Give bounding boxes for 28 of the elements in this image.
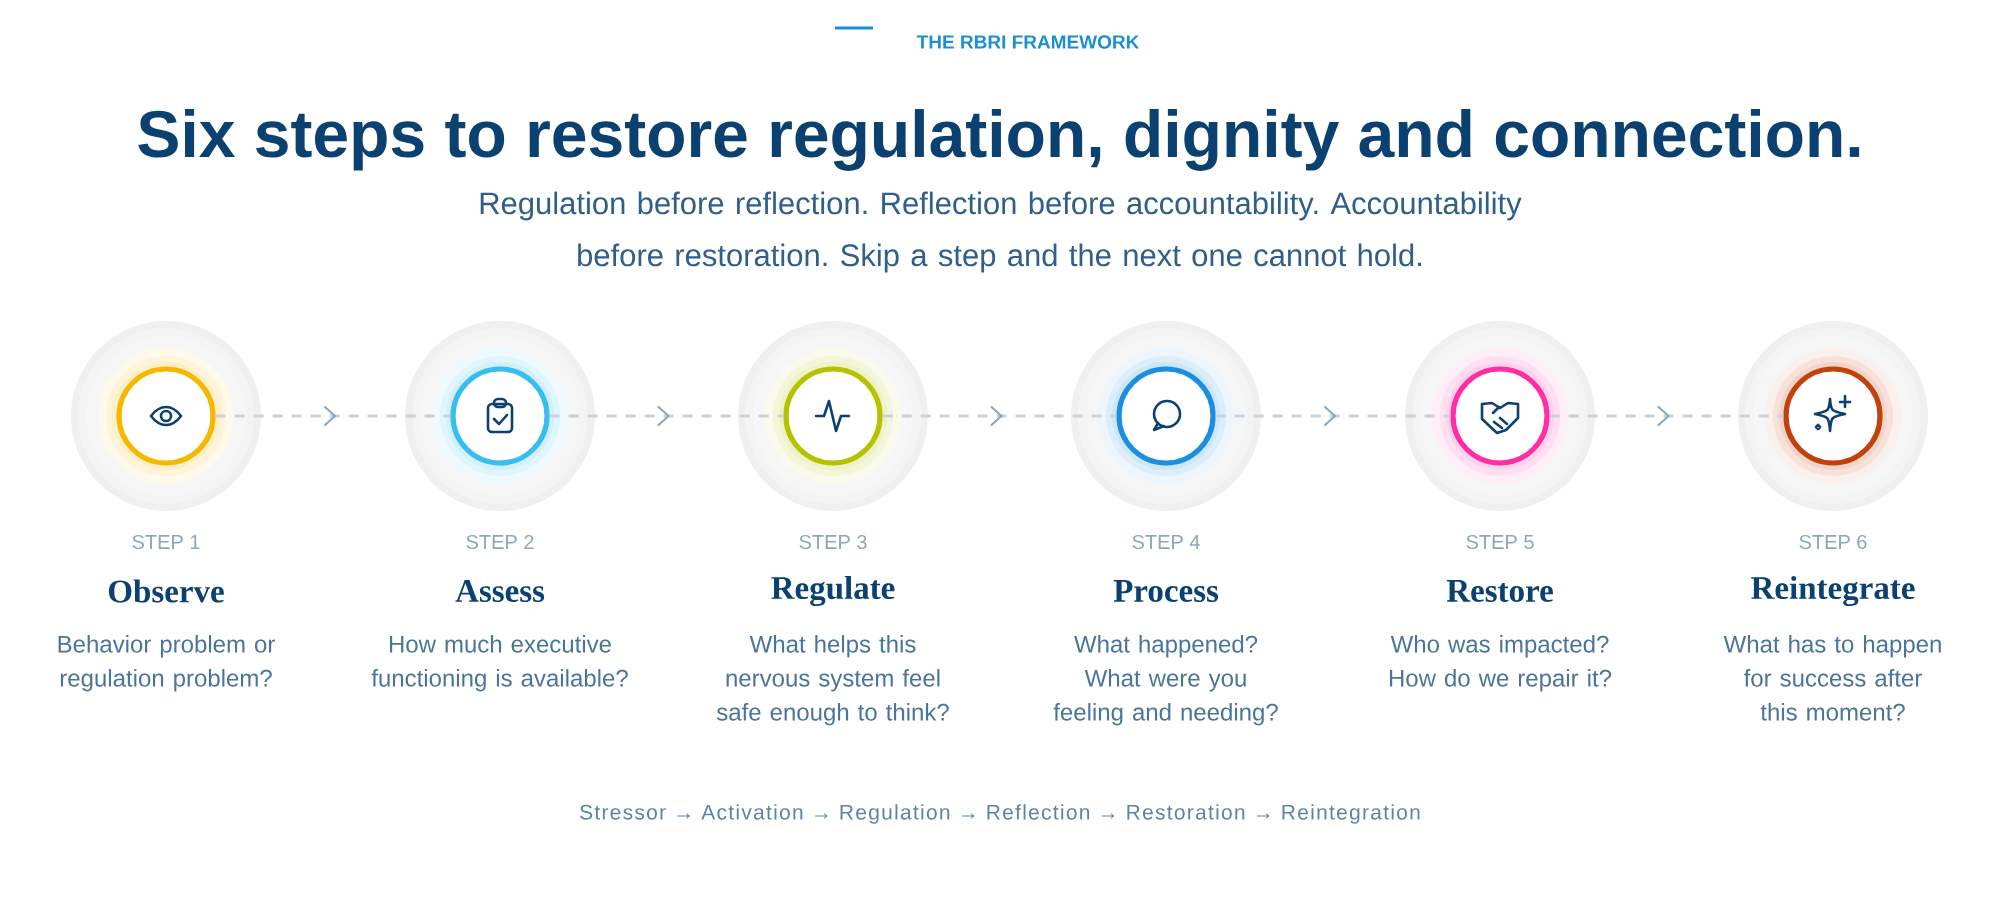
subtitle: Regulation before reflection. Reflection before accountability. Accountability before restoration. Skip a step and the next one cannot hold.	[480, 191, 1522, 273]
step-circle	[1450, 366, 1550, 466]
step-description: Behavior problem or regulation problem?	[58, 635, 275, 692]
step-description: How much executive functioning is available?	[371, 635, 628, 692]
step-circle	[783, 366, 883, 466]
sequence-text: Stressor → Activation → Regulation → Reflection → Restoration → Reintegration	[580, 804, 1420, 824]
step-label: STEP 3	[799, 534, 867, 550]
step-title: Process	[1113, 580, 1219, 602]
step-title: Observe	[108, 579, 224, 603]
step-title: Assess	[455, 579, 545, 603]
step-label: STEP 2	[466, 534, 534, 550]
step-title: Restore	[1446, 580, 1553, 602]
step-circle	[116, 366, 216, 466]
step-label: STEP 6	[1799, 534, 1867, 550]
step-label: STEP 4	[1132, 534, 1200, 550]
step-description: What has to happen for success after this moment?	[1723, 635, 1941, 721]
step-title: Reintegrate	[1751, 575, 1915, 607]
step-description: What helps this nervous system feel safe enough to think?	[716, 635, 949, 726]
step-title: Regulate	[771, 575, 895, 607]
step-description: What happened? What were you feeling and needing?	[1053, 635, 1278, 726]
step-label: STEP 1	[132, 534, 200, 550]
step-label: STEP 5	[1466, 534, 1534, 550]
step-description: Who was impacted? How do we repair it?	[1389, 635, 1612, 692]
step-circle	[1116, 366, 1216, 466]
step-circle	[450, 366, 550, 466]
step-circle	[1783, 366, 1883, 466]
heading: Six steps to restore regulation, dignity and connection.	[138, 109, 1860, 171]
eyebrow: THE RBRI FRAMEWORK	[916, 35, 1140, 49]
